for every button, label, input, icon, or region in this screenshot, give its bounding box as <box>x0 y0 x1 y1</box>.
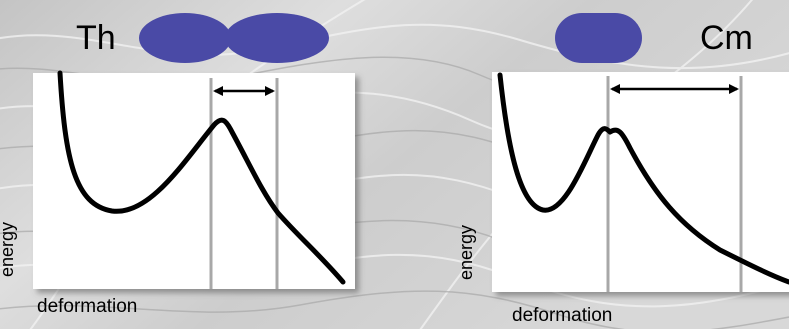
left-nucleus-label: Th <box>76 19 116 57</box>
left-plot-area <box>33 73 355 289</box>
left-x-axis-label: deformation <box>37 296 138 317</box>
right-x-axis-label: deformation <box>512 305 613 326</box>
th-nucleus-shape <box>139 13 329 63</box>
right-energy-curve <box>497 72 789 285</box>
right-panel <box>492 13 789 292</box>
left-y-axis-label: energy <box>0 221 17 277</box>
left-panel <box>33 13 355 289</box>
right-plot-area <box>492 72 789 292</box>
right-nucleus-label: Cm <box>700 19 753 57</box>
cm-nucleus-shape <box>555 13 642 63</box>
left-energy-curve <box>57 70 346 285</box>
right-y-axis-label: energy <box>456 224 476 280</box>
